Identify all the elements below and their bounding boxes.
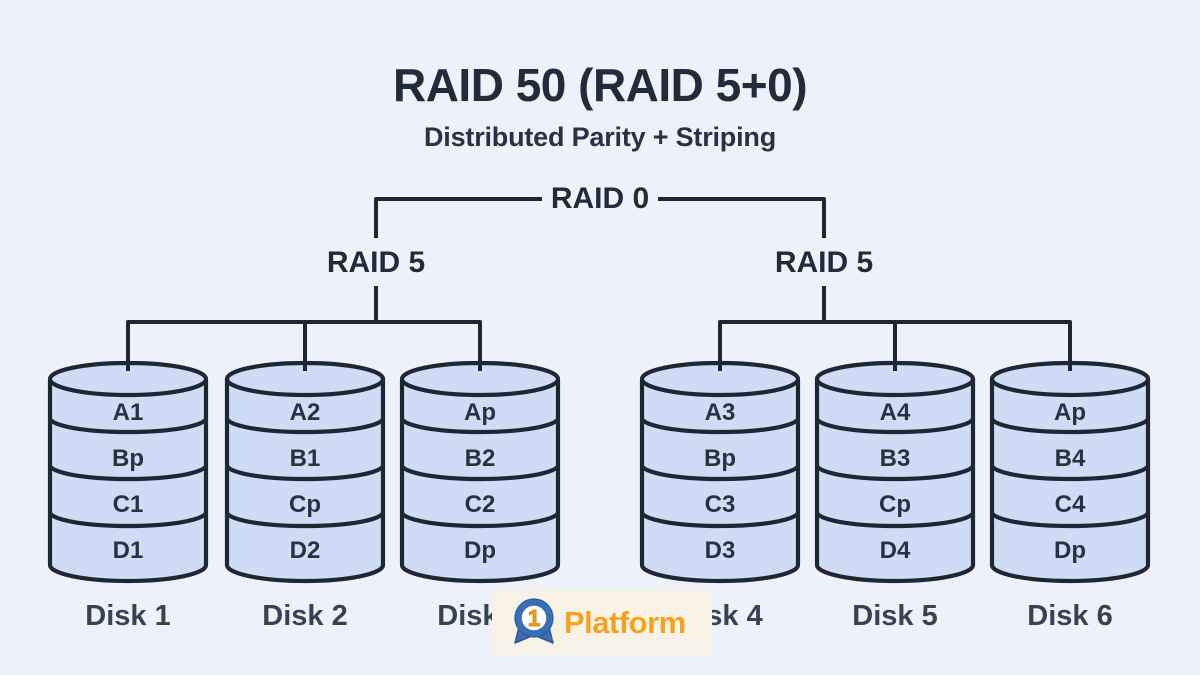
block-label: B2 (465, 445, 496, 472)
block-label: Bp (704, 445, 736, 472)
disk-cylinder-icon: A1 Bp C1 D1 (47, 360, 209, 584)
disk-name-label: Disk 1 (85, 600, 171, 632)
raid0-label: RAID 0 (550, 182, 650, 215)
block-label: Cp (289, 491, 321, 518)
block-label: C2 (465, 491, 496, 518)
block-label: C3 (705, 491, 736, 518)
block-label: C1 (113, 491, 144, 518)
oneplatform-badge-icon: 1 (514, 597, 554, 644)
disk-cylinder-icon: Ap B2 C2 Dp (399, 360, 561, 584)
diagram-subtitle: Distributed Parity + Striping (423, 122, 776, 152)
block-label: A1 (113, 399, 144, 426)
block-label: D2 (290, 537, 321, 564)
block-label: A2 (290, 399, 321, 426)
disk-name-label: Disk 2 (262, 600, 348, 632)
block-label: Ap (464, 399, 496, 426)
disk-cylinder-icon: A4 B3 Cp D4 (814, 360, 976, 584)
raid5-left-label: RAID 5 (326, 246, 426, 279)
block-label: A4 (880, 399, 911, 426)
disk-cylinder-icon: Ap B4 C4 Dp (989, 360, 1151, 584)
disk-6: Ap B4 C4 Dp Disk 6 (985, 358, 1155, 633)
block-label: Dp (1054, 537, 1086, 564)
block-label: B1 (290, 445, 321, 472)
disk-cylinder-icon: A2 B1 Cp D2 (224, 360, 386, 584)
disk-5: A4 B3 Cp D4 Disk 5 (810, 358, 980, 633)
block-label: D1 (113, 537, 144, 564)
oneplatform-watermark: 1 Platform (492, 590, 712, 655)
block-label: Dp (464, 537, 496, 564)
block-label: D3 (705, 537, 736, 564)
block-label: A3 (705, 399, 736, 426)
raid5-right-label: RAID 5 (774, 246, 874, 279)
disk-2: A2 B1 Cp D2 Disk 2 (220, 358, 390, 633)
block-label: B4 (1055, 445, 1086, 472)
block-label: Cp (879, 491, 911, 518)
block-label: Ap (1054, 399, 1086, 426)
brand-text: Platform (564, 604, 686, 640)
disk-name-label: Disk 6 (1027, 600, 1113, 632)
diagram-title: RAID 50 (RAID 5+0) (392, 59, 808, 111)
disk-1: A1 Bp C1 D1 Disk 1 (43, 358, 213, 633)
block-label: Bp (112, 445, 144, 472)
disk-cylinder-icon: A3 Bp C3 D3 (639, 360, 801, 584)
block-label: B3 (880, 445, 911, 472)
block-label: D4 (880, 537, 911, 564)
disk-name-label: Disk 5 (852, 600, 938, 632)
badge-number: 1 (528, 605, 541, 631)
block-label: C4 (1055, 491, 1086, 518)
